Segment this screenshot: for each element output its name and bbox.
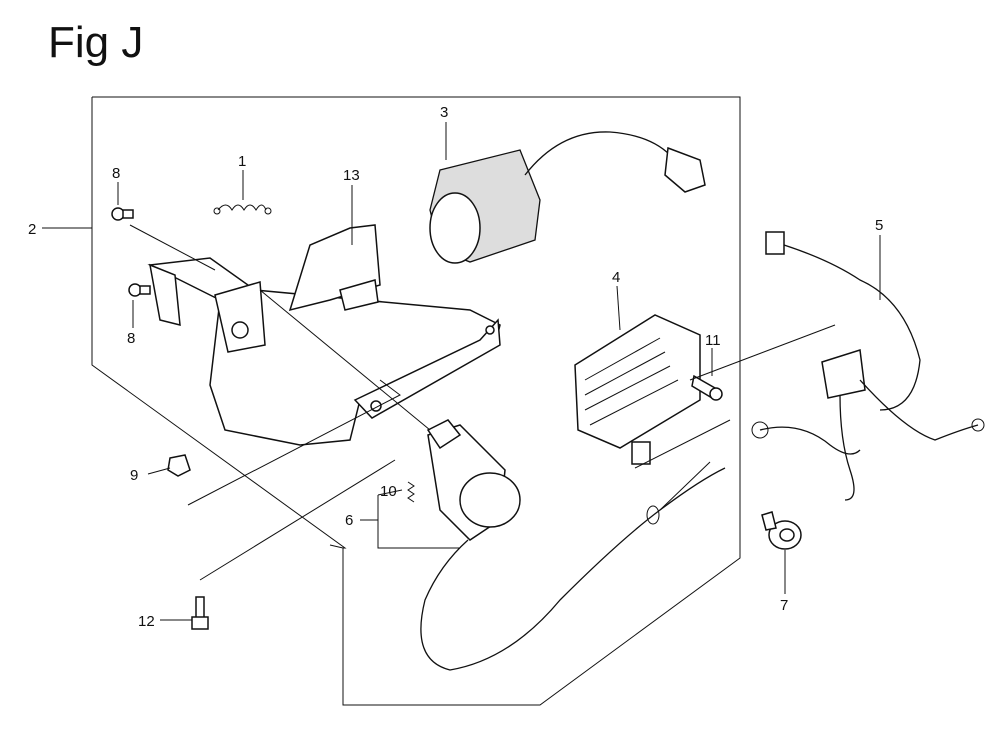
callout-6: 6 xyxy=(345,512,353,529)
callout-13: 13 xyxy=(343,167,360,184)
callout-5: 5 xyxy=(875,217,883,234)
spring-part-1 xyxy=(213,204,272,215)
callout-10: 10 xyxy=(380,483,397,500)
bolt-part-12 xyxy=(191,596,209,630)
callout-9: 9 xyxy=(130,467,138,484)
coil-part-3 xyxy=(429,131,706,264)
callout-8-upper: 8 xyxy=(112,165,120,182)
mounting-bracket xyxy=(147,224,501,446)
screw-part-11 xyxy=(691,374,723,401)
callout-1: 1 xyxy=(238,153,246,170)
callout-3: 3 xyxy=(440,104,448,121)
bolt-part-8-lower xyxy=(128,283,151,297)
assembly-boundary xyxy=(91,96,741,706)
grommet-part-7 xyxy=(761,511,802,550)
callout-8-lower: 8 xyxy=(127,330,135,347)
callout-11: 11 xyxy=(705,332,721,349)
callout-12: 12 xyxy=(138,613,155,630)
nut-part-9 xyxy=(167,454,191,477)
figure-title: Fig J xyxy=(48,18,144,67)
harness-part-5 xyxy=(751,231,985,501)
regulator-part-4 xyxy=(574,314,701,465)
bolt-part-8-upper xyxy=(111,207,134,221)
solenoid-part-6 xyxy=(420,419,726,671)
spring-part-10 xyxy=(407,481,415,503)
callout-7: 7 xyxy=(780,597,788,614)
leader-lines xyxy=(42,122,881,621)
callout-2: 2 xyxy=(28,221,36,238)
callout-4: 4 xyxy=(612,269,620,286)
